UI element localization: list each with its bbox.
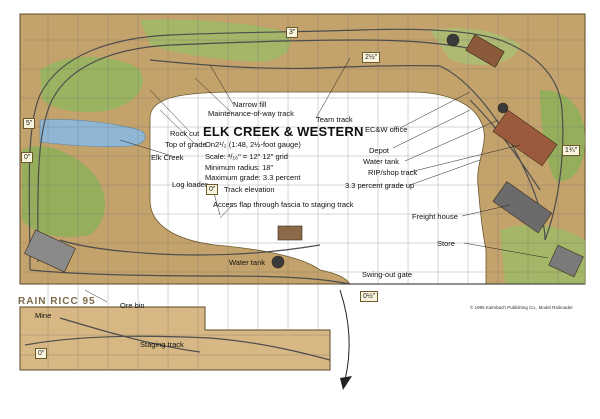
depot-building	[492, 109, 558, 167]
label-depot: Depot	[369, 146, 390, 155]
buildings	[24, 33, 584, 278]
artist-signature: RAIN RICC 95	[18, 296, 96, 307]
elevation-right: 1¾"	[562, 145, 581, 156]
label-access-flap: Access flap through fascia to staging tr…	[213, 200, 354, 209]
label-grade-up: 3.3 percent grade up	[345, 181, 415, 190]
label-freight-house: Freight house	[412, 212, 458, 221]
water-tank-top	[446, 33, 460, 47]
label-mine: Mine	[35, 311, 52, 320]
water-tank-lower	[271, 255, 285, 269]
swing-out-gate-arrowhead	[340, 376, 352, 390]
label-maintenance-track: Maintenance-of-way track	[208, 109, 294, 118]
swing-out-gate-arc	[339, 289, 350, 381]
elevation-legend-box: 0"	[206, 184, 219, 195]
elevation-gate: 0½"	[360, 291, 379, 302]
label-log-loader: Log loader	[172, 180, 208, 189]
elevation-left-upper: 5"	[23, 118, 36, 129]
label-water-tank-lower: Water tank	[229, 258, 265, 267]
scale-line: On2¹/₂ (1:48, 2½-foot gauge)	[205, 140, 301, 149]
freight-house-building	[492, 181, 553, 234]
elevation-top: 3"	[286, 27, 299, 38]
elevation-left-lower: 0"	[21, 152, 34, 163]
label-narrow-fill: Narrow fill	[233, 100, 267, 109]
scale-detail: Scale: ³/₁₆" = 12" 12" grid	[205, 152, 288, 161]
label-store: Store	[437, 239, 455, 248]
layout-title: ELK CREEK & WESTERN	[203, 124, 364, 139]
leader-lines	[84, 57, 549, 303]
max-grade: Maximum grade: 3.3 percent	[205, 173, 301, 182]
office-building	[465, 34, 505, 68]
label-rip-shop: RIP/shop track	[368, 168, 418, 177]
grid-lines	[20, 14, 585, 370]
mine-building	[24, 229, 76, 273]
label-water-tank-right: Water tank	[363, 157, 399, 166]
store-building	[548, 244, 584, 278]
grass-area-top	[140, 19, 291, 62]
label-rock-cut: Rock cut	[170, 129, 200, 138]
elevation-upper-mid: 2½"	[362, 52, 381, 63]
log-loader-structure	[277, 225, 303, 241]
label-swing-out-gate: Swing-out gate	[362, 270, 413, 279]
staging-board	[19, 306, 331, 371]
copyright-credit: © 1995 Kalmbach Publishing Co., Model Ra…	[470, 305, 573, 310]
label-ore-bin: Ore bin	[120, 301, 145, 310]
min-radius: Minimum radius: 18"	[205, 163, 274, 172]
elevation-legend: Track elevation	[224, 185, 275, 194]
water-tank-right	[497, 102, 509, 114]
elevation-staging: 0"	[35, 348, 48, 359]
label-ecw-office: EC&W office	[365, 125, 408, 134]
label-top-of-grade: Top of grade	[165, 140, 207, 149]
elk-creek-water	[39, 119, 146, 147]
label-team-track: Team track	[316, 115, 353, 124]
label-elk-creek: Elk Creek	[151, 153, 184, 162]
label-staging-track: Staging track	[140, 340, 184, 349]
